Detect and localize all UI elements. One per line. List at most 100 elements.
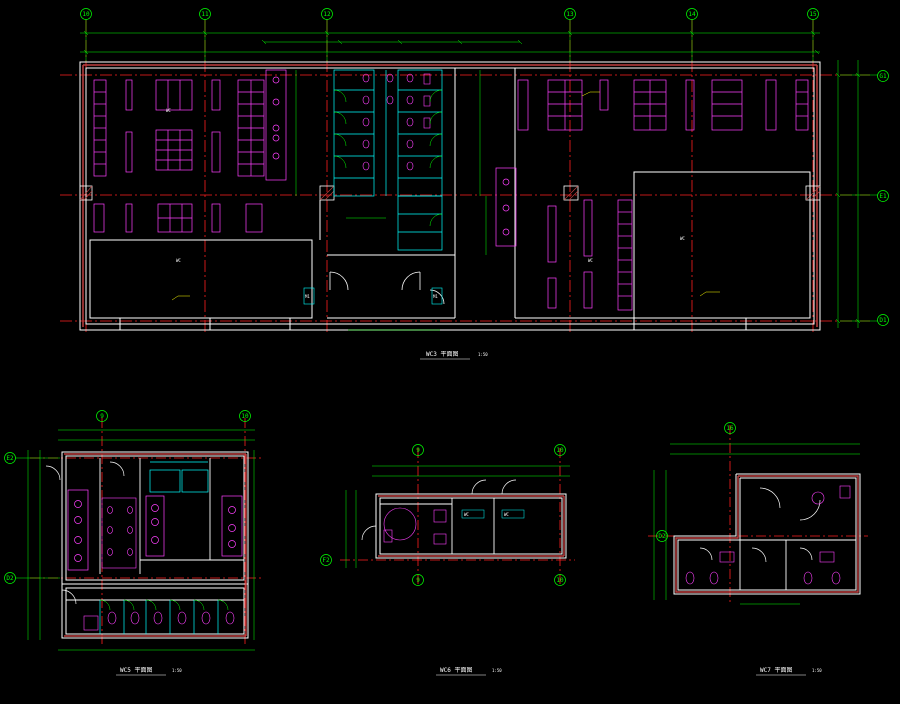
room-label: WC bbox=[176, 258, 181, 263]
grid-label: 10 bbox=[556, 577, 564, 584]
dimension-lines-right bbox=[835, 60, 878, 328]
plan-title: WC5 平面图 bbox=[120, 667, 152, 674]
dimension-lines-top bbox=[80, 30, 820, 55]
axis-lines bbox=[340, 448, 575, 585]
grid-bubble bbox=[412, 444, 424, 456]
row-label: D2 bbox=[6, 575, 14, 582]
interior-walls bbox=[739, 539, 856, 590]
plan-title: WC7 平面图 bbox=[760, 667, 792, 674]
room-label: WC bbox=[588, 258, 593, 263]
squat-toilets bbox=[83, 611, 235, 631]
row-label: D1 bbox=[879, 317, 887, 324]
plan-wc6: 9 10 F2 9 10 bbox=[320, 444, 575, 676]
wall-hatch bbox=[82, 64, 818, 327]
cubicle-door-swings bbox=[99, 599, 229, 611]
toilet-cubicles bbox=[333, 69, 443, 251]
fixture-sinks bbox=[685, 485, 851, 585]
grid-label: 10 bbox=[556, 447, 564, 454]
grid-bubble bbox=[320, 554, 332, 566]
fixture-washbasins bbox=[67, 489, 243, 571]
grid-bubbles-top: 10 11 12 13 14 15 bbox=[80, 8, 819, 62]
fixture-sinks bbox=[383, 507, 447, 545]
plan-scale: 1:50 bbox=[172, 668, 182, 673]
door-tag: M1 bbox=[433, 294, 438, 299]
grid-bubble bbox=[656, 530, 668, 542]
inner-dimensions bbox=[295, 70, 487, 331]
toilet-fixtures bbox=[362, 73, 431, 171]
fixture-lockers-right bbox=[517, 79, 809, 311]
fixture-lockers bbox=[93, 79, 265, 233]
wall-hatch bbox=[64, 453, 247, 637]
room-tags bbox=[461, 509, 525, 519]
grid-bubble bbox=[554, 444, 566, 456]
cubicle-door-swings bbox=[333, 89, 443, 227]
grid-label: 10 bbox=[241, 413, 249, 420]
door-swings bbox=[45, 461, 125, 605]
grid-bubble bbox=[96, 410, 108, 422]
interior-walls bbox=[119, 68, 747, 330]
grid-bubble bbox=[564, 8, 576, 20]
grid-bubble bbox=[724, 422, 736, 434]
room-label: WC bbox=[680, 236, 685, 241]
room-lower-right bbox=[633, 171, 811, 319]
door-tag-box bbox=[303, 287, 315, 305]
grid-label: 13 bbox=[566, 11, 574, 18]
plan-title: WC6 平面图 bbox=[440, 667, 472, 674]
grid-label: 9 bbox=[416, 577, 420, 584]
room-label: WC bbox=[166, 108, 171, 113]
dimension-lines bbox=[653, 443, 860, 605]
leader-marks bbox=[171, 91, 720, 301]
grid-bubble bbox=[686, 8, 698, 20]
interior-walls bbox=[66, 458, 244, 601]
wall-hatch bbox=[675, 475, 859, 593]
row-label: E1 bbox=[879, 193, 887, 200]
door-tag: M1 bbox=[305, 294, 310, 299]
grid-bubble bbox=[554, 574, 566, 586]
interior-walls bbox=[380, 498, 495, 554]
plan-wc3: 10 11 12 13 14 15 bbox=[60, 8, 889, 360]
door-swings bbox=[699, 487, 821, 563]
grid-bubble bbox=[321, 8, 333, 20]
grid-label: 11 bbox=[201, 11, 209, 18]
grid-bubble bbox=[239, 410, 251, 422]
grid-label: 15 bbox=[809, 11, 817, 18]
room-label: WC bbox=[464, 512, 469, 517]
toilet-fixtures bbox=[101, 497, 137, 569]
door-tag-box bbox=[431, 287, 443, 305]
dimension-lines bbox=[15, 429, 255, 651]
grid-label: 14 bbox=[688, 11, 696, 18]
plan-title: WC3 平面图 bbox=[426, 351, 458, 358]
grid-bubble bbox=[80, 8, 92, 20]
plan-scale: 1:50 bbox=[812, 668, 822, 673]
row-label: G1 bbox=[879, 73, 887, 80]
plan-wc7: 16 D2 bbox=[648, 422, 868, 676]
row-label: E2 bbox=[6, 455, 14, 462]
grid-label: 9 bbox=[100, 413, 104, 420]
toilet-cubicles bbox=[99, 461, 219, 634]
row-label: F2 bbox=[322, 557, 330, 564]
grid-bubble bbox=[877, 314, 889, 326]
entry-doors bbox=[329, 271, 445, 305]
fixture-washbasins bbox=[265, 69, 287, 181]
fixture-washbasins-right bbox=[495, 167, 517, 247]
grid-bubble bbox=[412, 574, 424, 586]
grid-bubble bbox=[877, 70, 889, 82]
plan-scale: 1:50 bbox=[492, 668, 502, 673]
grid-label: 16 bbox=[726, 425, 734, 432]
axis-lines bbox=[60, 20, 870, 335]
plan-wc5: 9 10 E2 D2 bbox=[4, 410, 262, 676]
exterior-walls bbox=[61, 451, 249, 639]
column-hatch bbox=[79, 185, 821, 201]
grid-label: 9 bbox=[416, 447, 420, 454]
plan-scale: 1:50 bbox=[478, 352, 488, 357]
grid-bubble bbox=[199, 8, 211, 20]
dimension-lines bbox=[345, 465, 570, 568]
grid-bubble bbox=[807, 8, 819, 20]
row-label: D2 bbox=[658, 533, 666, 540]
entry-doors bbox=[361, 479, 517, 541]
room-label: WC bbox=[504, 512, 509, 517]
grid-bubble bbox=[877, 190, 889, 202]
